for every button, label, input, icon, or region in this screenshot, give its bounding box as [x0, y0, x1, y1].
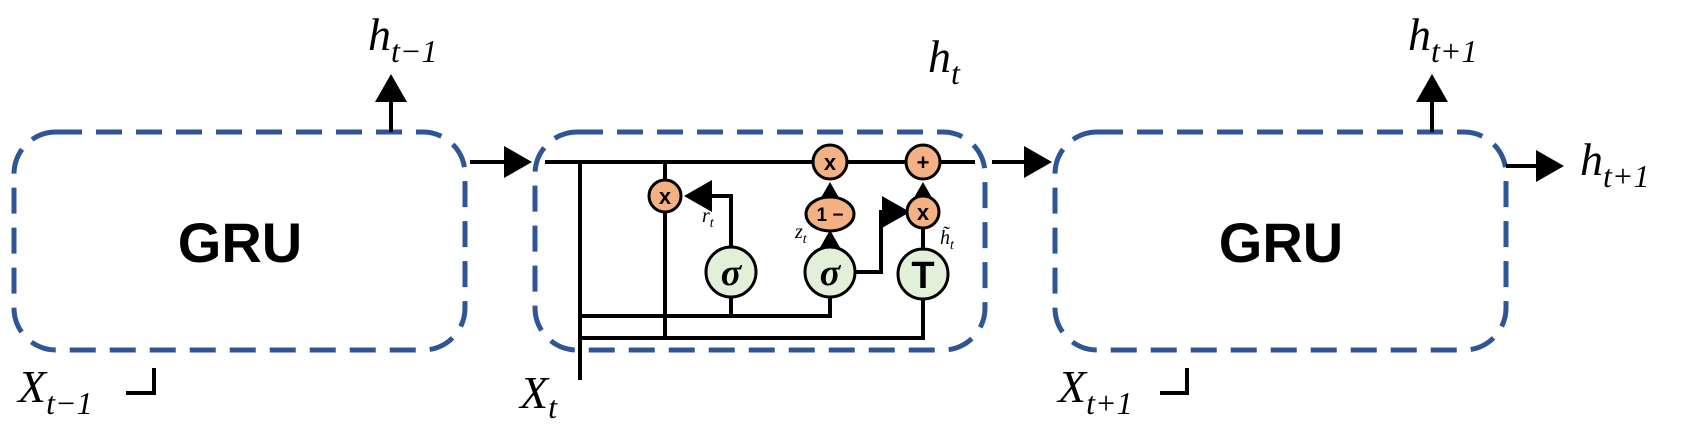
update-to-candidate-multiply-arrow: [855, 196, 910, 274]
x-prev-input-wire: [126, 368, 156, 395]
candidate-multiply-symbol: x: [917, 200, 930, 225]
candidate-tanh-symbol: T: [911, 255, 934, 297]
reset-gate-label: rt: [702, 205, 715, 231]
h-prev-label: ht−1: [368, 9, 437, 69]
one-minus-operator: [804, 195, 856, 233]
candidate-tanh-gate: [896, 247, 950, 301]
candidate-label: h̃t: [940, 225, 955, 253]
h-next-top-label: ht+1: [1408, 9, 1477, 69]
update-gate-label: zt: [794, 221, 808, 247]
update-gate-sigma: σ: [820, 252, 842, 294]
gru-cell-right: [1052, 129, 1509, 353]
update-multiply-operator: [811, 143, 849, 181]
reset-gate-sigma: σ: [721, 252, 743, 294]
reset-gate-sigmoid: [704, 245, 758, 299]
h-curr-label: ht: [928, 31, 961, 91]
bus-upper: [580, 296, 832, 318]
reset-gate-to-multiply-arrow: [684, 180, 733, 247]
bus-lower: [580, 298, 925, 340]
reset-multiply-operator: [647, 178, 683, 214]
update-gate-sigmoid: [803, 245, 857, 299]
h-next-right-label: ht+1: [1580, 134, 1649, 194]
add-symbol: +: [917, 150, 930, 175]
update-multiply-symbol: x: [824, 150, 837, 175]
x-next-input-wire: [1160, 368, 1189, 395]
gru-cell-middle: [532, 129, 988, 353]
gru-cell-right-label: GRU: [1219, 211, 1343, 274]
x-next-label: Xt+1: [1056, 361, 1133, 421]
x-prev-label: Xt−1: [16, 361, 93, 421]
gru-cell-left-label: GRU: [178, 211, 302, 274]
x-curr-label: Xt: [518, 367, 558, 425]
gru-cell-left: [11, 129, 468, 353]
add-operator: [904, 143, 942, 181]
one-minus-symbol: 1 −: [817, 205, 844, 226]
reset-multiply-symbol: x: [659, 184, 672, 209]
candidate-multiply-operator: [905, 194, 941, 230]
